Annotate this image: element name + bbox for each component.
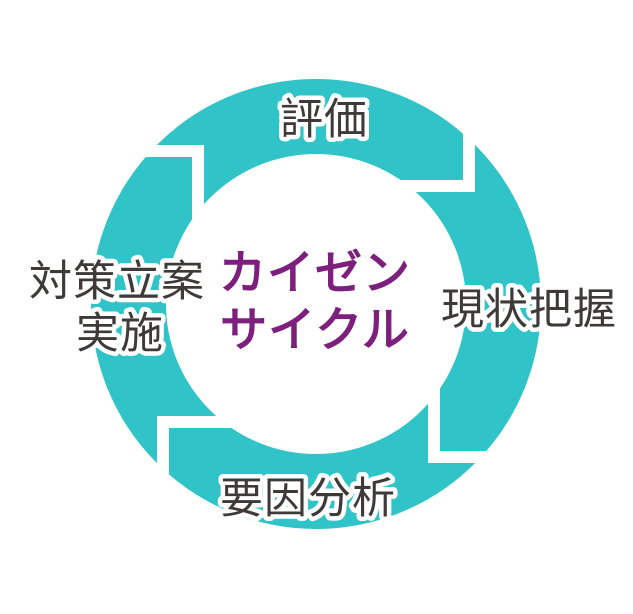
stage-label-top: 評価 [280,95,368,145]
stage-label-bottom: 要因分析 [220,474,396,524]
stage-labels: 評価 現状把握 要因分析 対策立案 実施 [25,91,621,529]
center-title-line1: カイゼン [219,246,411,301]
stage-label-right: 現状把握 [441,285,617,335]
center-title-line2: サイクル [220,303,410,358]
ring-gap-arrow-ne [400,126,475,192]
stage-label-left-line2: 実施 [76,309,164,359]
center-title: カイゼン サイクル [219,246,411,358]
stage-label-left-line1: 対策立案 [29,257,205,307]
cycle-ring [91,79,541,529]
ring-direction-gaps [138,126,494,482]
